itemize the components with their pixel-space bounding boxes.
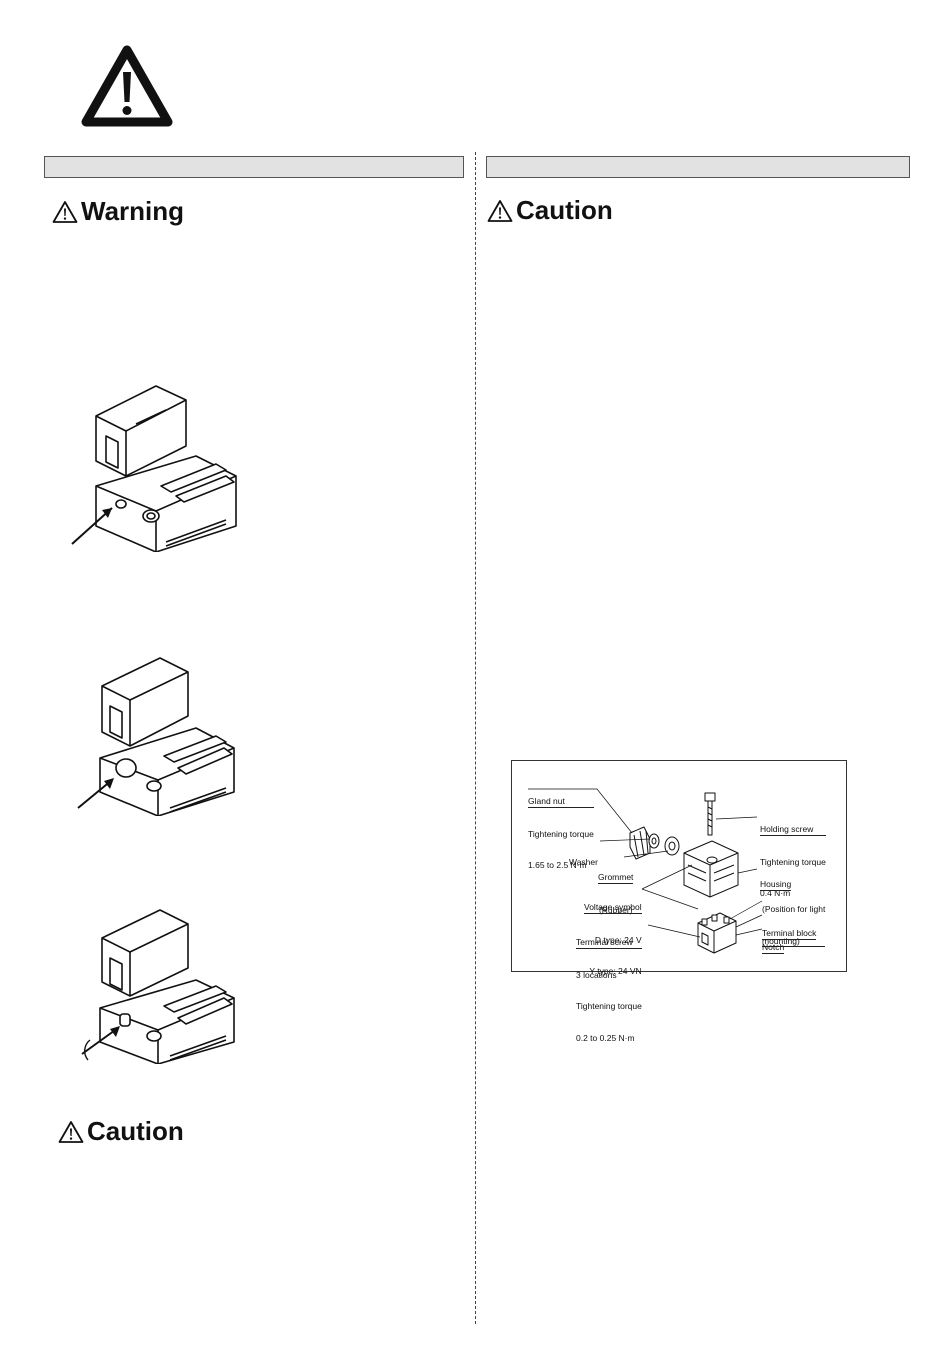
- valve-figure-2: [77, 657, 235, 816]
- connector-exploded-diagram: Gland nut Tightening torque 1.65 to 2.5 …: [511, 760, 847, 1043]
- gland-nut-callout: Gland nut Tightening torque 1.65 to 2.5 …: [528, 775, 594, 892]
- valve-figure-1: [71, 385, 237, 552]
- warning-heading-text: Warning: [81, 196, 185, 226]
- light-position-line-2: mounting): [762, 936, 826, 947]
- right-caution-heading-text: Caution: [516, 195, 613, 225]
- caution-small-triangle-icon: [487, 199, 513, 222]
- voltage-symbol-callout: Voltage symbol D type: 24 V Y type: 24 V…: [584, 881, 642, 998]
- left-caution-heading: Caution: [58, 1116, 184, 1147]
- grommet-callout: Grommet (Rubber): [598, 851, 634, 936]
- rotation-arc-icon: [84, 1039, 91, 1061]
- washer-label: Washer: [569, 857, 598, 867]
- left-caution-heading-text: Caution: [87, 1116, 184, 1146]
- notch-label: Notch: [762, 942, 785, 954]
- pointer-arrow: [81, 1027, 119, 1055]
- left-section-header-bar: [44, 156, 464, 178]
- terminal-screw-label: Terminal screw: [576, 937, 642, 949]
- holding-screw-label: Holding screw: [760, 824, 826, 836]
- light-position-line-1: (Position for light: [762, 904, 826, 914]
- right-section-header-bar: [486, 156, 910, 178]
- terminal-screw-locations: 3 locations: [576, 969, 617, 980]
- valve-figure-3: [81, 909, 235, 1064]
- terminal-block-callout: Terminal block: [762, 907, 817, 961]
- voltage-symbol-label: Voltage symbol: [584, 902, 642, 914]
- notch-callout: Notch: [762, 921, 785, 975]
- voltage-d-type: D type: 24 V: [594, 934, 642, 945]
- holding-screw-torque-value: 0.4 N·m: [760, 888, 791, 898]
- washer-callout: Washer: [569, 836, 598, 889]
- holding-screw-torque-label: Tightening torque: [760, 856, 826, 867]
- warning-triangle-icon: [81, 45, 173, 127]
- gland-nut-torque-label: Tightening torque: [528, 828, 594, 839]
- light-position-callout: (Position for light mounting): [762, 883, 826, 968]
- grommet-material: (Rubber): [598, 904, 633, 915]
- pointer-arrow: [77, 779, 113, 809]
- warning-small-triangle-icon: [52, 200, 78, 223]
- column-divider: [475, 152, 476, 1324]
- terminal-screw-callout: Terminal screw 3 locations Tightening to…: [576, 916, 642, 1064]
- terminal-screw-torque-label: Tightening torque: [576, 1001, 642, 1011]
- voltage-y-type: Y type: 24 VN: [589, 966, 642, 976]
- warning-heading: Warning: [52, 196, 184, 227]
- terminal-screw-torque-value: 0.2 to 0.25 N·m: [576, 1032, 635, 1043]
- gland-nut-torque-value: 1.65 to 2.5 N·m: [528, 860, 587, 870]
- caution-small-triangle-icon: [58, 1120, 84, 1143]
- holding-screw-callout: Holding screw Tightening torque 0.4 N·m: [760, 803, 826, 920]
- housing-callout: Housing: [760, 858, 792, 912]
- right-caution-heading: Caution: [487, 195, 613, 226]
- grommet-label: Grommet: [598, 872, 634, 884]
- gland-nut-label: Gland nut: [528, 796, 594, 808]
- housing-label: Housing: [760, 879, 792, 891]
